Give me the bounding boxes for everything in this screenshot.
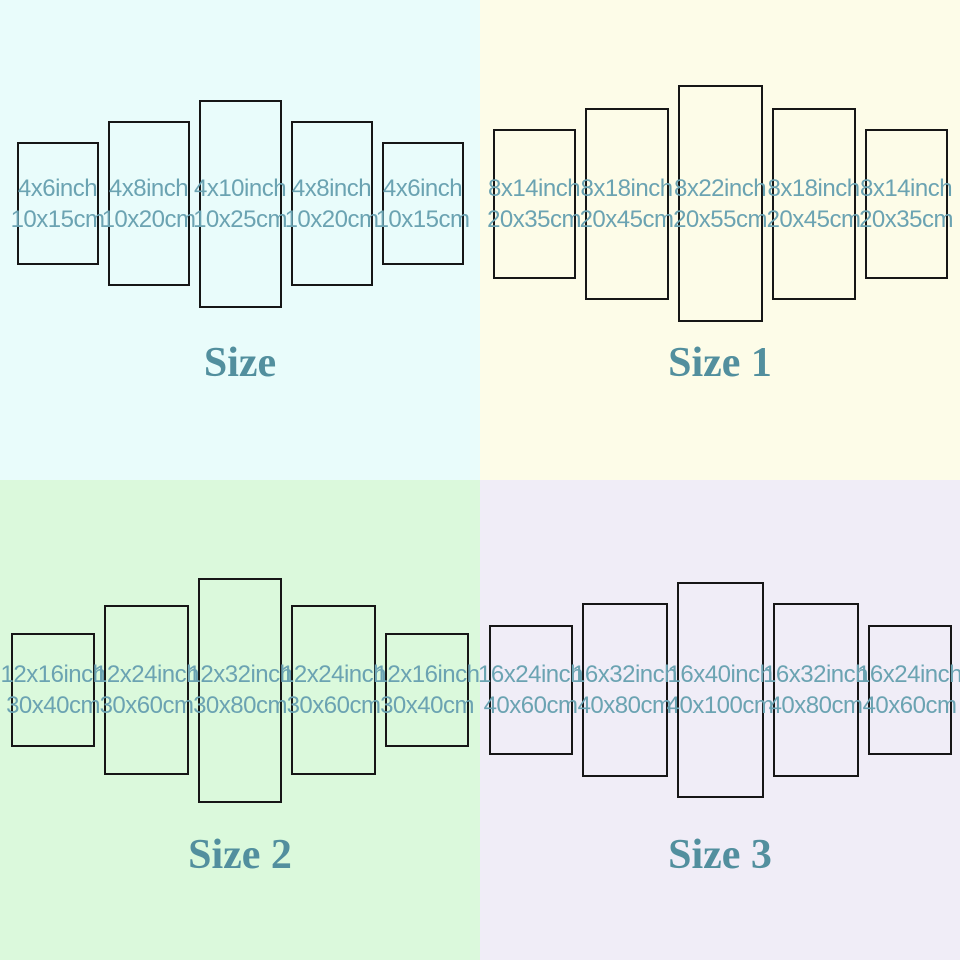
panel-cm-label: 30x80cm [193,692,287,719]
panel-cm-label: 40x80cm [768,692,863,719]
panel-inch-label: 4x6inch [17,174,98,202]
panel: 8x22inch 20x55cm [673,85,767,322]
panel-inch-label: 12x24inch [281,661,386,688]
quadrant-size-3: 16x24inch 40x60cm 16x32inch 40x80cm 16x4… [478,480,960,960]
panel-inch-label: 12x16inch [0,661,106,688]
panel-inch-label: 16x32inch [572,661,677,688]
panel: 12x16inch 30x40cm [375,633,480,747]
panel-cm-label: 10x20cm [284,205,379,233]
panel-inch-label: 16x24inch [857,661,960,688]
panel-inch-label: 4x8inch [291,174,372,202]
quadrant-title: Size 3 [668,832,772,878]
quadrant-title: Size [203,340,277,386]
panel-inch-label: 12x32inch [187,661,293,688]
panel-inch-label: 4x10inch [193,174,287,202]
panel: 16x40inch 40x100cm [667,582,774,798]
panel-cm-label: 30x40cm [6,692,100,719]
panel-inch-label: 8x18inch [580,174,673,202]
panel-cm-label: 40x80cm [577,692,672,719]
panel-cm-label: 30x60cm [99,692,194,719]
panel: 16x32inch 40x80cm [763,603,868,777]
panel-cm-label: 20x35cm [859,205,953,233]
panel-inch-label: 8x18inch [767,174,860,202]
panel: 12x16inch 30x40cm [1,633,106,747]
panel: 12x24inch 30x60cm [94,605,199,775]
quadrant-size-2: 12x16inch 30x40cm 12x24inch 30x60cm 12x3… [0,480,480,960]
panel-cm-label: 40x100cm [666,692,774,719]
panel-cm-label: 30x40cm [380,692,474,719]
panel: 12x32inch 30x80cm [188,577,293,803]
panel-inch-label: 16x24inch [478,661,583,688]
panel: 4x6inch 10x15cm [11,142,105,265]
panel-cm-label: 10x15cm [375,205,470,233]
panel-inch-label: 4x6inch [382,174,463,202]
panel-cm-label: 30x60cm [286,692,381,719]
panel-inch-label: 4x8inch [108,174,189,202]
panel: 4x10inch 10x25cm [193,99,287,308]
panel: 8x18inch 20x45cm [767,107,861,300]
quadrant-size-1: 8x14inch 20x35cm 8x18inch 20x45cm 8x22in… [480,0,960,480]
panel: 16x24inch 40x60cm [857,625,960,755]
panel-group: 12x16inch 30x40cm 12x24inch 30x60cm 12x3… [0,480,480,900]
panel-group: 16x24inch 40x60cm 16x32inch 40x80cm 16x4… [478,480,960,900]
panel-cm-label: 20x45cm [579,205,674,233]
panel-group: 8x14inch 20x35cm 8x18inch 20x45cm 8x22in… [480,0,960,407]
panel: 8x18inch 20x45cm [580,107,674,300]
quadrant-title: Size 1 [668,340,772,386]
panel: 8x14inch 20x35cm [487,128,581,279]
panel-inch-label: 8x14inch [487,174,581,202]
panel-inch-label: 16x32inch [763,661,868,688]
panel-inch-label: 8x22inch [673,174,767,202]
panel: 4x8inch 10x20cm [102,121,196,286]
panel-cm-label: 10x25cm [193,205,287,233]
panel-cm-label: 20x55cm [673,205,767,233]
panel-cm-label: 20x35cm [487,205,581,233]
quadrant-size: 4x6inch 10x15cm 4x8inch 10x20cm 4x10inch… [0,0,480,480]
panel: 12x24inch 30x60cm [281,605,386,775]
panel: 4x6inch 10x15cm [376,142,470,265]
panel: 16x24inch 40x60cm [478,625,583,755]
panel: 4x8inch 10x20cm [285,121,379,286]
panel-inch-label: 8x14inch [859,174,953,202]
panel: 16x32inch 40x80cm [572,603,677,777]
panel: 8x14inch 20x35cm [859,128,953,279]
panel-group: 4x6inch 10x15cm 4x8inch 10x20cm 4x10inch… [0,0,480,407]
panel-cm-label: 20x45cm [766,205,861,233]
panel-inch-label: 16x40inch [667,661,773,688]
panel-cm-label: 40x60cm [483,692,578,719]
quadrant-title: Size 2 [188,832,292,878]
panel-cm-label: 10x15cm [10,205,105,233]
panel-inch-label: 12x16inch [374,661,480,688]
panel-cm-label: 10x20cm [101,205,196,233]
panel-cm-label: 40x60cm [862,692,957,719]
panel-inch-label: 12x24inch [94,661,199,688]
